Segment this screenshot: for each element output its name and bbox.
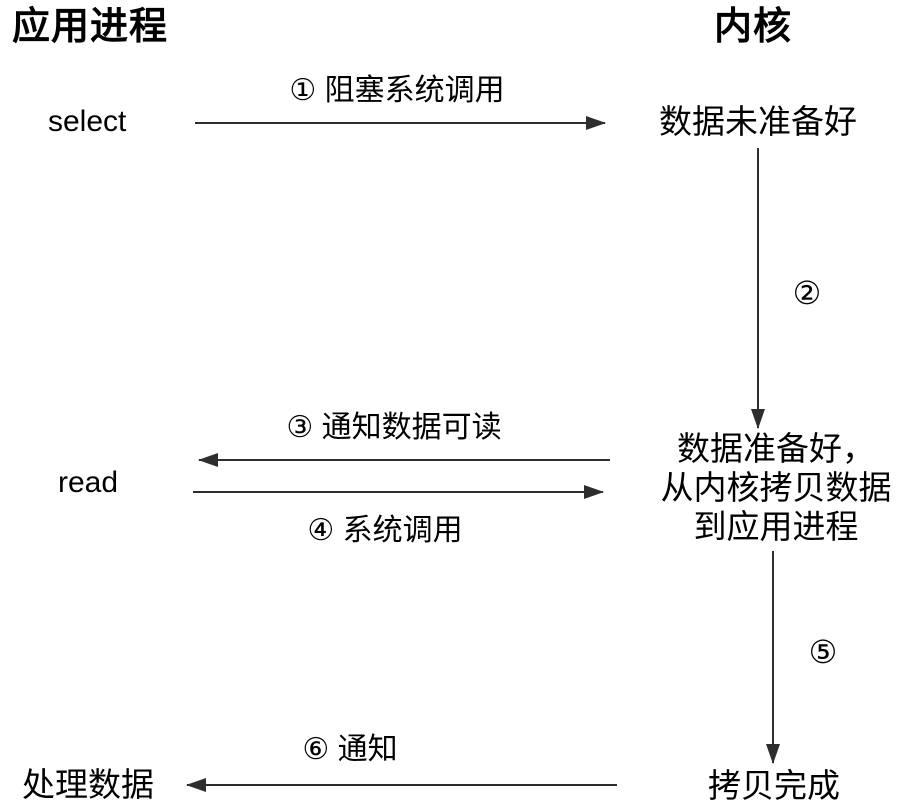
- node-process-data: 处理数据: [22, 766, 154, 803]
- node-data-ready-line1: 数据准备好，: [677, 430, 875, 467]
- node-data-ready-line2: 从内核拷贝数据: [660, 469, 892, 506]
- label-step3-notify-readable: ③ 通知数据可读: [286, 411, 502, 444]
- label-step5: ⑤: [808, 634, 838, 670]
- label-step2: ②: [792, 275, 822, 311]
- header-application-process: 应用进程: [12, 6, 169, 48]
- node-data-not-ready: 数据未准备好: [659, 103, 857, 140]
- node-copy-done: 拷贝完成: [708, 767, 840, 804]
- header-kernel: 内核: [714, 6, 793, 48]
- node-data-ready-copy: 数据准备好， 从内核拷贝数据 到应用进程: [661, 429, 892, 546]
- node-select: select: [48, 105, 127, 138]
- node-read: read: [58, 466, 119, 499]
- node-data-ready-line3: 到应用进程: [693, 508, 859, 545]
- label-step6-notify: ⑥ 通知: [302, 733, 398, 766]
- label-step1-blocking-syscall: ① 阻塞系统调用: [289, 74, 505, 107]
- label-step4-syscall: ④ 系统调用: [307, 514, 463, 547]
